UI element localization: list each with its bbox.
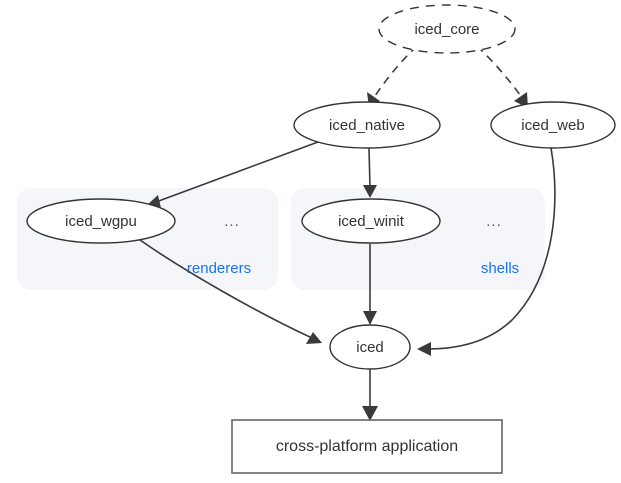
node-shape-iced-winit[interactable]: [301, 198, 441, 244]
node-label-iced-web: iced_web: [521, 117, 584, 134]
edge-path-native-to-winit: [368, 147, 371, 189]
node-label-iced-winit: iced_winit: [338, 213, 405, 230]
cluster-label-shells: shells: [481, 260, 519, 277]
node-cross-platform-application[interactable]: cross-platform application: [231, 419, 503, 474]
node-shape-iced-web[interactable]: [490, 101, 616, 149]
edge-iced-to-app: [362, 369, 378, 421]
node-iced-winit[interactable]: iced_winit: [301, 198, 441, 244]
edge-path-wgpu-to-iced: [139, 239, 313, 339]
node-iced-web[interactable]: iced_web: [490, 101, 616, 149]
node-label-iced-wgpu: iced_wgpu: [65, 213, 137, 230]
node-shape-cross-platform-application[interactable]: [231, 419, 503, 474]
node-iced-wgpu[interactable]: iced_wgpu: [26, 198, 176, 244]
node-label-cross-platform-application: cross-platform application: [276, 438, 458, 455]
edge-core-to-web: [476, 45, 528, 108]
edge-web-to-iced: [417, 147, 556, 356]
edge-path-native-to-wgpu: [155, 141, 319, 203]
node-shape-iced-wgpu[interactable]: [26, 198, 176, 244]
edge-path-web-to-iced: [427, 147, 556, 350]
edge-path-core-to-web: [476, 45, 524, 100]
cluster-ellipsis-renderers: ...: [224, 213, 240, 230]
edges-group: [139, 45, 556, 421]
node-label-iced-native: iced_native: [329, 117, 405, 134]
arrow-head-web-to-iced: [417, 342, 431, 356]
arrow-head-iced-to-app: [362, 406, 378, 421]
node-label-iced-core: iced_core: [414, 21, 479, 38]
edge-path-core-to-native: [372, 45, 418, 100]
node-shape-iced-native[interactable]: [293, 101, 441, 149]
edge-wgpu-to-iced: [139, 239, 322, 344]
cluster-ellipsis-shells: ...: [486, 213, 502, 230]
arrow-head-wgpu-to-iced: [306, 332, 322, 344]
node-iced-native[interactable]: iced_native: [293, 101, 441, 149]
arrow-head-native-to-winit: [363, 185, 377, 198]
edge-core-to-native: [367, 45, 418, 108]
node-iced[interactable]: iced: [329, 324, 411, 370]
node-label-iced: iced: [356, 339, 384, 356]
edge-native-to-winit: [363, 147, 377, 198]
cluster-label-renderers: renderers: [187, 260, 251, 277]
arrow-head-winit-to-iced: [363, 311, 377, 325]
node-shape-iced-core[interactable]: [378, 4, 516, 54]
node-shape-iced[interactable]: [329, 324, 411, 370]
edge-winit-to-iced: [363, 244, 377, 325]
node-iced-core[interactable]: iced_core: [378, 4, 516, 54]
